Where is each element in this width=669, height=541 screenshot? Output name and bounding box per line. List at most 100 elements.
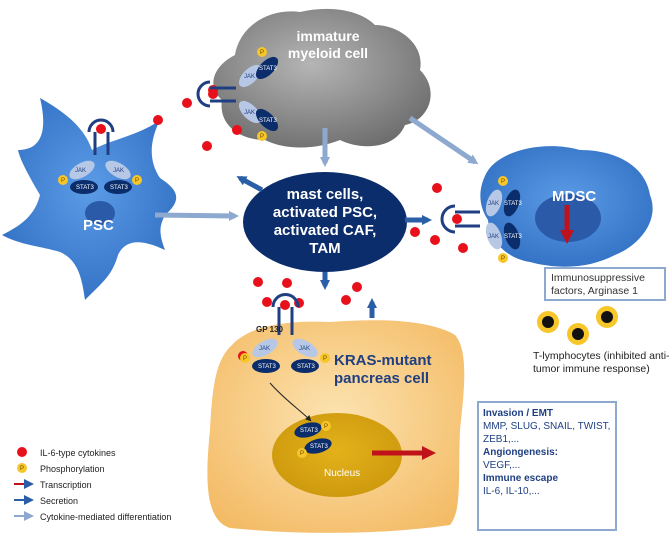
psc-to-center-arrow bbox=[154, 210, 239, 221]
stat3-label: STAT3 bbox=[76, 185, 94, 191]
legend-item: Phosphorylation bbox=[14, 461, 214, 477]
nucleus-label: Nucleus bbox=[324, 468, 361, 479]
immunosuppressive-box bbox=[544, 267, 666, 301]
mdsc-receptor-complex: JAK JAK STAT3 STAT3 P P bbox=[440, 176, 522, 263]
stat3-label: STAT3 bbox=[259, 66, 277, 72]
myeloid-cell-label: immature myeloid cell bbox=[287, 28, 369, 61]
psc-nucleus bbox=[85, 201, 115, 225]
stat3-protein bbox=[252, 359, 280, 373]
kras-receptor-complex: JAK JAK STAT3 STAT3 P P bbox=[240, 293, 330, 373]
jak-label: JAK bbox=[488, 234, 499, 240]
cytokine-dot bbox=[202, 141, 212, 151]
legend-item: Transcription bbox=[14, 477, 214, 493]
phospho-label: P bbox=[300, 451, 304, 457]
phospho-label: P bbox=[135, 178, 139, 184]
stat3-protein bbox=[503, 189, 521, 217]
psc-cell bbox=[2, 98, 177, 300]
phospho-label: P bbox=[324, 424, 328, 430]
effect-items: VEGF,... bbox=[483, 460, 521, 471]
jak-label: JAK bbox=[75, 168, 86, 174]
stat3-protein bbox=[255, 108, 279, 132]
red-dot-icon bbox=[17, 447, 27, 457]
jak-label: JAK bbox=[299, 346, 310, 352]
jak-protein bbox=[292, 338, 318, 358]
nuclear-stat3-dimer: STAT3 STAT3 P P bbox=[294, 421, 332, 458]
effects-list: Invasion / EMT MMP, SLUG, SNAIL, TWIST, … bbox=[483, 407, 613, 498]
gp130-label: GP 130 bbox=[256, 325, 283, 334]
stat3-protein bbox=[70, 180, 98, 194]
stat3-translocation-arrow bbox=[269, 382, 312, 422]
effect-items: IL-6, IL-10,... bbox=[483, 486, 540, 497]
stat3-label: STAT3 bbox=[297, 364, 315, 370]
effect-heading: Angiongenesis: bbox=[483, 447, 559, 458]
jak-label: JAK bbox=[244, 74, 255, 80]
cytokine-dot bbox=[352, 282, 362, 292]
stat3-label: STAT3 bbox=[504, 234, 522, 240]
center-to-upleft-arrow bbox=[236, 175, 264, 193]
stat3-protein bbox=[294, 422, 322, 438]
legend-item: Secretion bbox=[14, 493, 214, 509]
mdsc-label: MDSC bbox=[552, 188, 597, 205]
psc-label: PSC bbox=[83, 217, 114, 234]
stat3-label: STAT3 bbox=[258, 364, 276, 370]
kras-cell-label: KRAS-mutant pancreas cell bbox=[334, 352, 432, 387]
effect-heading: Invasion / EMT bbox=[483, 408, 554, 419]
jak-label: JAK bbox=[244, 110, 255, 116]
cytokine-dot bbox=[153, 115, 163, 125]
phospho-label: P bbox=[323, 356, 327, 362]
effects-box bbox=[477, 401, 617, 531]
legend-item: Cytokine-mediated differentiation bbox=[14, 509, 214, 525]
phospho-label: P bbox=[260, 50, 264, 56]
stat3-label: STAT3 bbox=[310, 444, 328, 450]
cytokine-dot bbox=[282, 278, 292, 288]
cytokine-dot bbox=[232, 125, 242, 135]
cytokine-dot bbox=[410, 227, 420, 237]
stat3-protein bbox=[104, 180, 132, 194]
jak-label: JAK bbox=[259, 346, 270, 352]
t-lymphocytes bbox=[537, 306, 618, 345]
stat3-label: STAT3 bbox=[300, 428, 318, 434]
legend: IL-6-type cytokines Phosphorylation Tran… bbox=[14, 445, 214, 525]
stat3-protein bbox=[304, 438, 332, 454]
myeloid-to-mdsc-arrow bbox=[408, 115, 479, 165]
legend-label: Secretion bbox=[40, 496, 79, 506]
cytokine-dot bbox=[430, 235, 440, 245]
cytokine-dot bbox=[432, 183, 442, 193]
phospho-label: P bbox=[260, 134, 264, 140]
jak-protein bbox=[238, 100, 262, 124]
legend-label: IL-6-type cytokines bbox=[40, 448, 116, 458]
immunosuppressive-label: Immunosuppressive factors, Arginase 1 bbox=[551, 272, 645, 297]
yellow-p-circle-icon bbox=[17, 463, 27, 473]
legend-item: IL-6-type cytokines bbox=[14, 445, 214, 461]
jak-protein bbox=[252, 338, 278, 358]
legend-label: Cytokine-mediated differentiation bbox=[40, 512, 172, 522]
cytokine-dot bbox=[182, 98, 192, 108]
jak-protein bbox=[485, 189, 503, 217]
effect-items: MMP, SLUG, SNAIL, TWIST, ZEB1,... bbox=[483, 421, 611, 445]
phospho-label: P bbox=[20, 466, 24, 472]
stat3-label: STAT3 bbox=[504, 201, 522, 207]
psc-receptor-complex: JAK JAK STAT3 STAT3 P P bbox=[58, 118, 142, 194]
myeloid-receptor-complex: JAK JAK STAT3 STAT3 P P bbox=[196, 47, 279, 141]
phospho-label: P bbox=[501, 179, 505, 185]
stat3-label: STAT3 bbox=[110, 185, 128, 191]
legend-symbols: P bbox=[14, 447, 34, 521]
jak-label: JAK bbox=[113, 168, 124, 174]
phospho-label: P bbox=[501, 256, 505, 262]
cytokine-dot bbox=[458, 243, 468, 253]
jak-protein bbox=[485, 222, 503, 250]
legend-label: Transcription bbox=[40, 480, 92, 490]
stat3-protein bbox=[503, 222, 521, 250]
effect-heading: Immune escape bbox=[483, 473, 559, 484]
stromal-immune-cells bbox=[243, 172, 407, 272]
stat3-protein bbox=[255, 56, 279, 80]
jak-protein bbox=[69, 160, 95, 180]
stromal-cells-label: mast cells, activated PSC, activated CAF… bbox=[272, 186, 378, 257]
jak-protein bbox=[105, 160, 131, 180]
phospho-label: P bbox=[243, 356, 247, 362]
t-lymphocytes-label: T-lymphocytes (inhibited anti-tumor immu… bbox=[533, 350, 669, 375]
jak-label: JAK bbox=[488, 201, 499, 207]
jak-protein bbox=[238, 64, 262, 88]
